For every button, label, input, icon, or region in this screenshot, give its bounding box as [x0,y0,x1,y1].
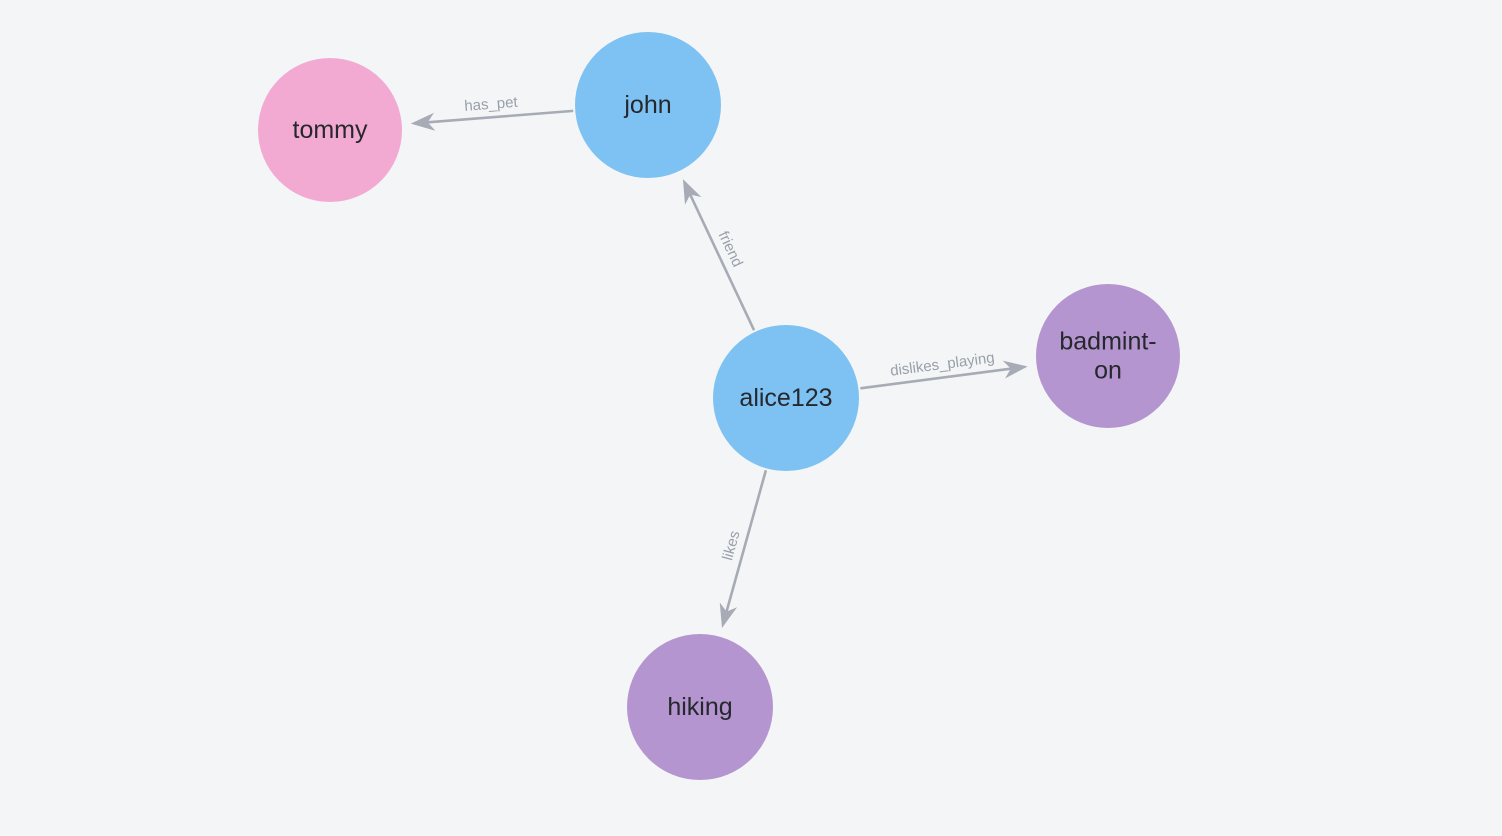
edge-john-tommy[interactable]: has_pet [410,94,574,131]
node-alice123[interactable]: alice123 [713,325,859,471]
node-circle[interactable] [258,58,402,202]
node-circle[interactable] [1036,284,1180,428]
edge-alice123-badminton[interactable]: dislikes_playing [860,349,1028,390]
edge-line[interactable] [427,109,574,124]
node-tommy[interactable]: tommy [258,58,402,202]
edge-label-text[interactable]: likes [719,529,743,562]
edge-arrowhead-icon [410,112,436,131]
node-badminton[interactable]: badmint-on [1036,284,1180,428]
edge-arrowhead-icon [682,179,702,205]
edge-label-text[interactable]: friend [715,229,746,270]
edge-line[interactable] [860,367,1011,390]
edge-alice123-hiking[interactable]: likes [719,469,768,629]
node-circle[interactable] [575,32,721,178]
edge-arrowhead-icon [1002,360,1028,379]
edge-arrowhead-icon [719,602,738,629]
edge-label-text[interactable]: dislikes_playing [889,349,995,379]
nodes-layer: tommy john alice123 badmint-on hiking [258,32,1180,780]
node-john[interactable]: john [575,32,721,178]
node-hiking[interactable]: hiking [627,634,773,780]
edge-line[interactable] [725,469,768,612]
edge-alice123-john[interactable]: friend [682,179,756,331]
edge-label-text[interactable]: has_pet [464,94,519,115]
node-circle[interactable] [713,325,859,471]
edge-line[interactable] [689,194,756,331]
node-circle[interactable] [627,634,773,780]
